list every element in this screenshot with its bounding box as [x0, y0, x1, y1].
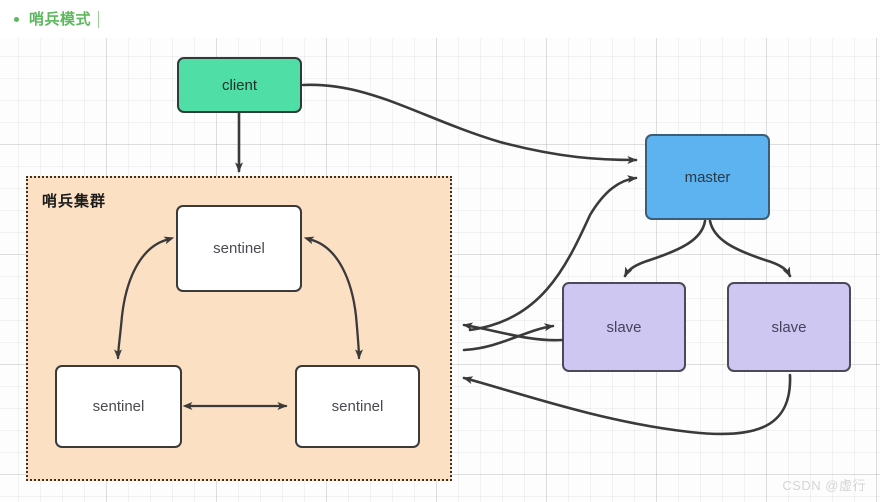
node-client-label: client: [221, 76, 258, 94]
node-master-label: master: [684, 168, 731, 186]
cluster-label: 哨兵集群: [42, 193, 107, 210]
text-caret-icon: [98, 10, 100, 28]
node-sentinel-left-label: sentinel: [92, 398, 145, 415]
node-sentinel-left[interactable]: sentinel: [55, 365, 182, 448]
node-sentinel-top-label: sentinel: [213, 240, 265, 257]
node-master[interactable]: master: [645, 134, 770, 220]
bullet-dot-icon: [14, 16, 19, 22]
node-slave-left-label: slave: [606, 318, 642, 336]
node-sentinel-right-label: sentinel: [331, 398, 384, 415]
page-header: 哨兵模式: [0, 0, 880, 38]
page-title: 哨兵模式: [29, 10, 92, 28]
node-sentinel-top[interactable]: sentinel: [176, 205, 302, 292]
node-slave-right-label: slave: [771, 318, 807, 336]
node-slave-right[interactable]: slave: [727, 282, 851, 372]
node-slave-left[interactable]: slave: [562, 282, 686, 372]
node-client[interactable]: client: [177, 57, 302, 113]
node-sentinel-right[interactable]: sentinel: [295, 365, 420, 448]
watermark: CSDN @虚行: [782, 478, 866, 493]
